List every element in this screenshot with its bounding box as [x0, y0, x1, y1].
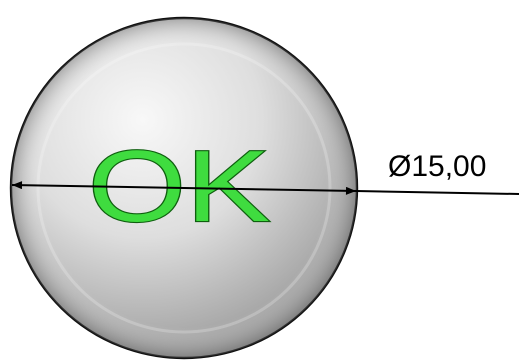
- diameter-dimension-line: [11, 181, 357, 195]
- dimension-leader-line: [355, 190, 520, 195]
- dimension-label: Ø15,00: [388, 150, 486, 183]
